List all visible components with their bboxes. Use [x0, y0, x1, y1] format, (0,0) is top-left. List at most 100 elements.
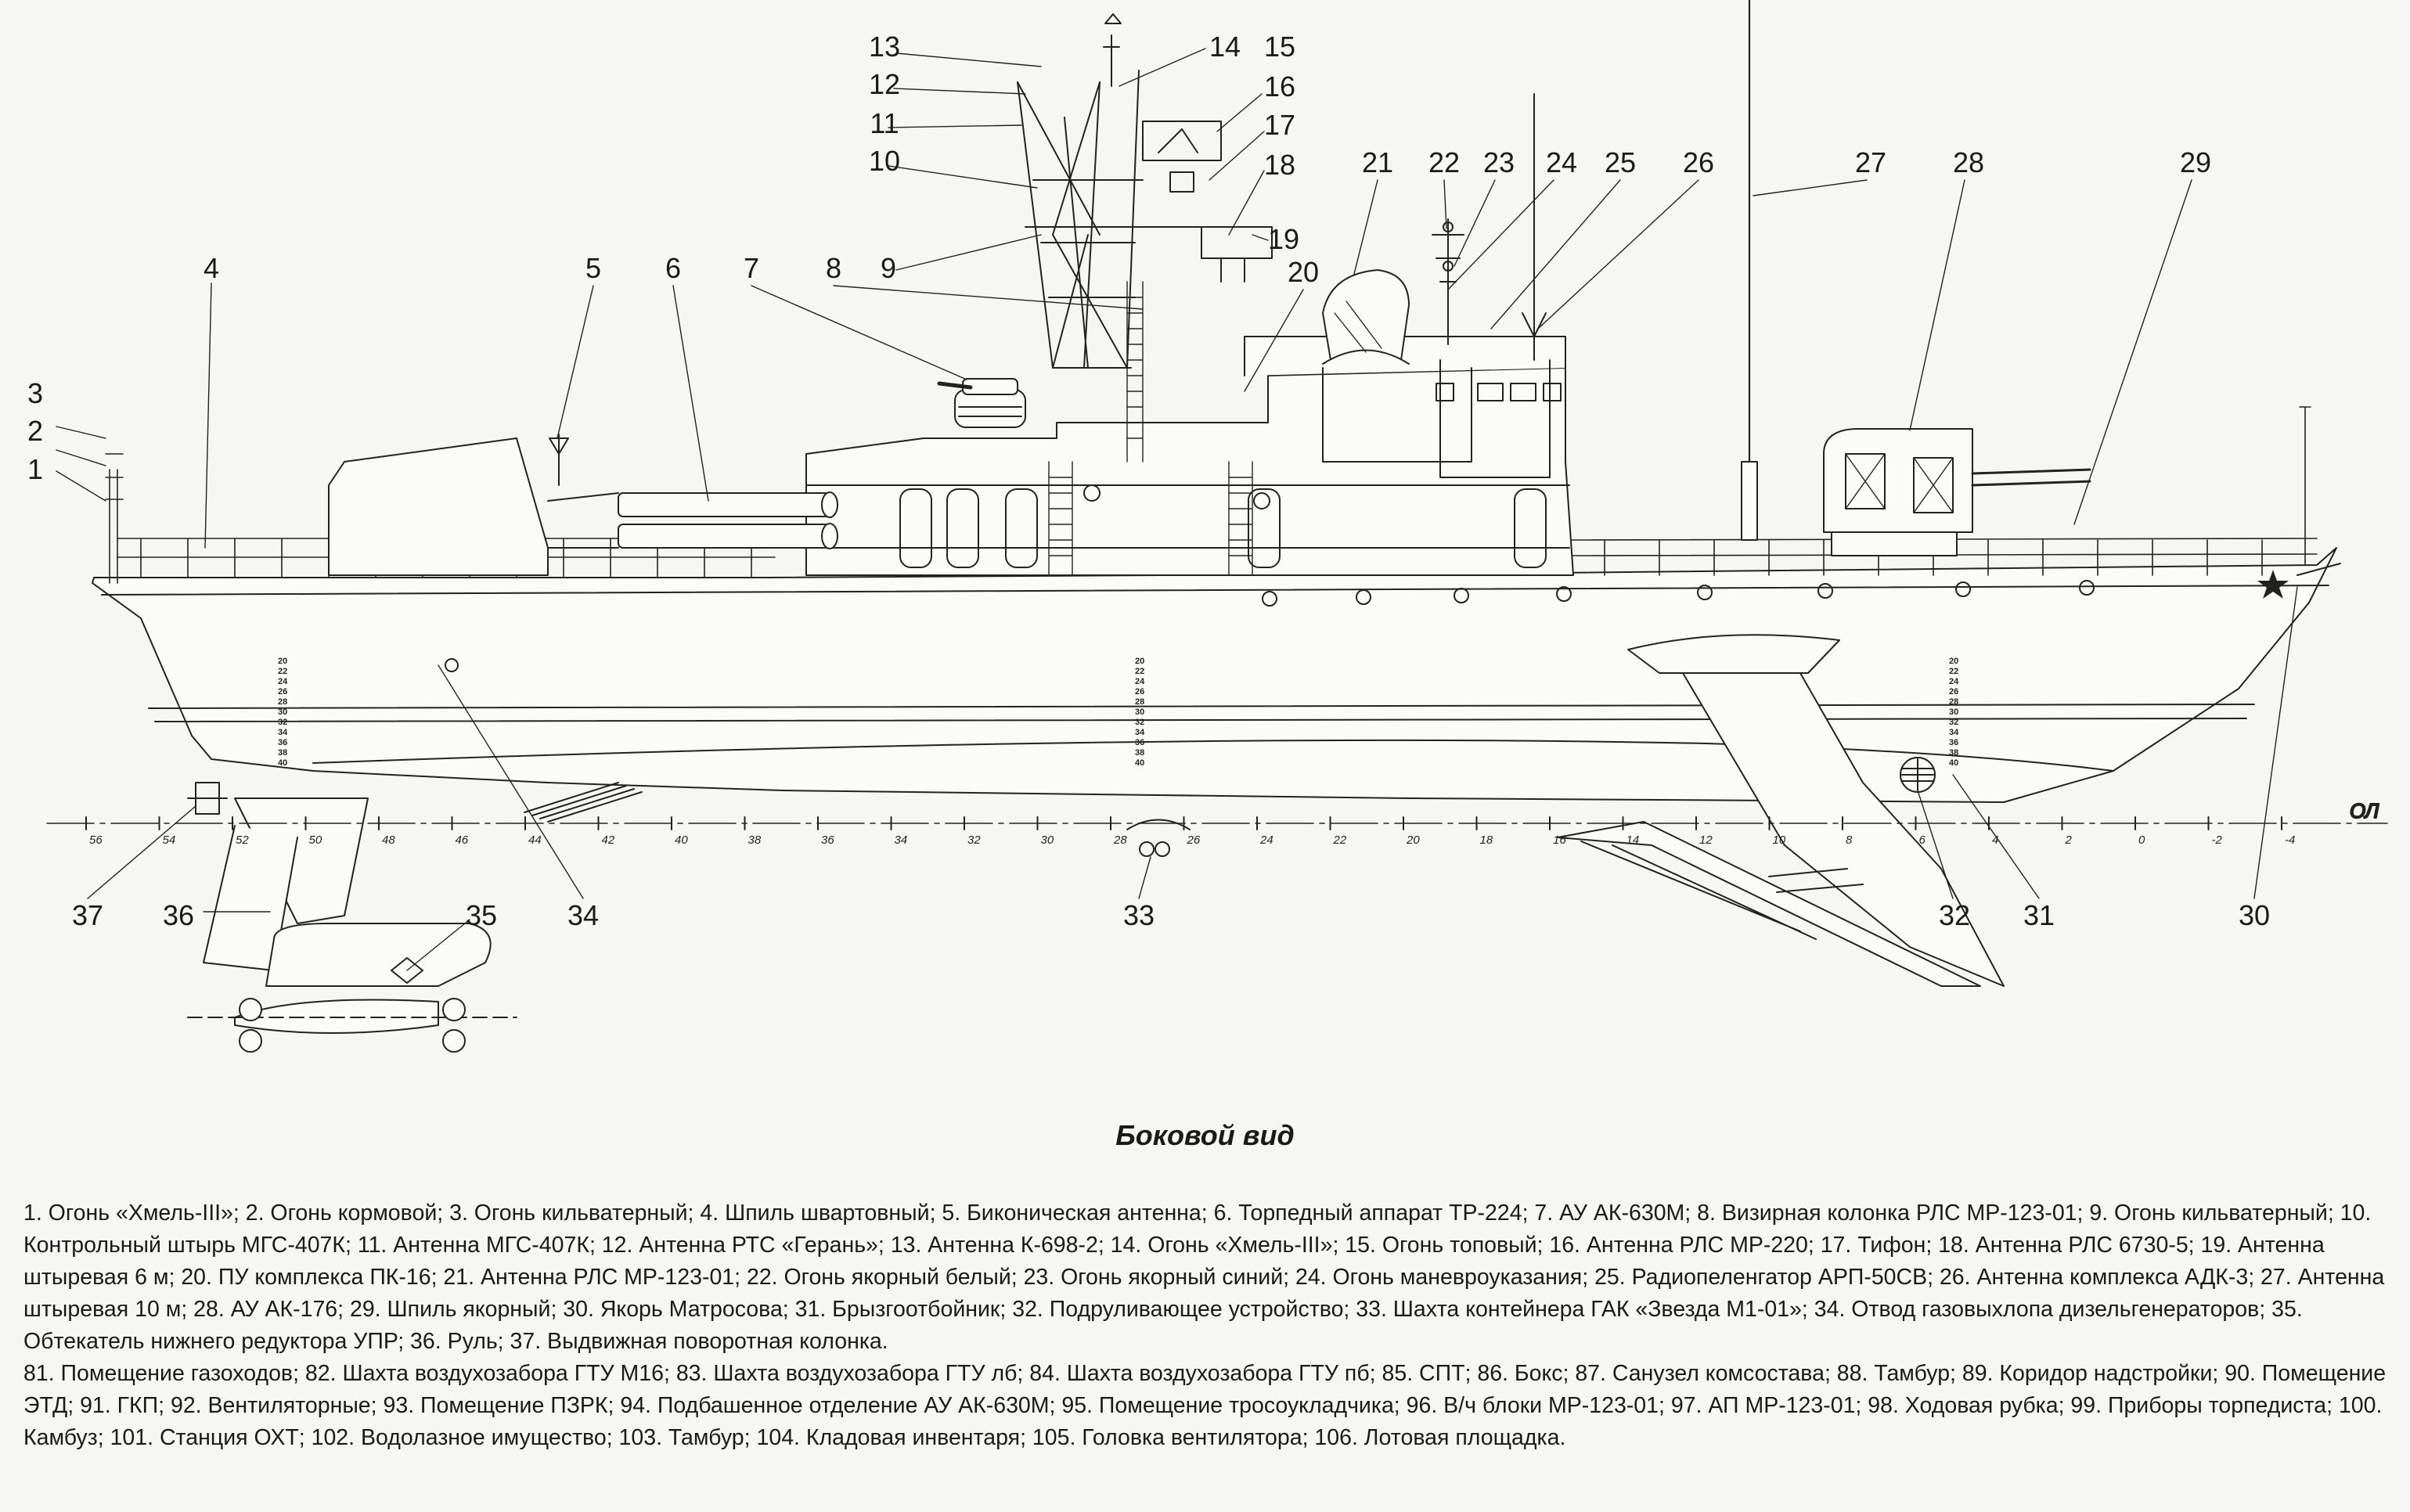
callout-number: 35 [466, 899, 497, 931]
ruler-label: 4 [1992, 833, 1998, 847]
main-mast [1017, 13, 1222, 369]
callout-number: 21 [1362, 146, 1393, 178]
sonar-shaft [1126, 819, 1191, 857]
draft-mark: 36 [1949, 738, 1958, 747]
callout-number: 2 [27, 415, 43, 447]
draft-mark: 22 [1135, 667, 1144, 676]
draft-mark: 30 [278, 707, 287, 717]
draft-mark: 32 [1949, 718, 1958, 727]
doors [899, 484, 1547, 568]
draft-mark: 28 [1135, 697, 1144, 707]
callout-number: 31 [2023, 899, 2055, 931]
ruler-label: 2 [2065, 833, 2073, 847]
radar-mr123 [1322, 269, 1410, 365]
superstructure [328, 336, 1574, 576]
draft-mark: 32 [278, 718, 287, 727]
callout-number: 17 [1264, 109, 1295, 141]
draft-mark: 26 [1135, 687, 1144, 697]
callout-number: 22 [1428, 146, 1460, 178]
legend: 1. Огонь «Хмель-III»; 2. Огонь кормовой;… [23, 1197, 2391, 1454]
ruler-label: 0 [2138, 833, 2145, 847]
callout-number: 29 [2180, 146, 2211, 178]
callout-number: 4 [204, 252, 219, 284]
ruler-label: 34 [895, 833, 908, 847]
draft-mark: 24 [1949, 677, 1959, 686]
deck-railings [105, 406, 2318, 584]
callout-number: 1 [27, 453, 43, 485]
draft-mark: 28 [1949, 697, 1958, 707]
legend-main-items: 1. Огонь «Хмель-III»; 2. Огонь кормовой;… [23, 1201, 2385, 1354]
ruler-label: 40 [675, 833, 688, 847]
callout-number: 13 [869, 31, 900, 63]
draft-mark: 28 [278, 697, 287, 707]
torpedo-tubes [547, 491, 838, 549]
ruler-label: 28 [1113, 833, 1127, 847]
callout-number: 7 [744, 252, 759, 284]
ruler-label: 26 [1187, 833, 1201, 847]
ak176-gun [1823, 428, 2091, 556]
callout-number: 34 [567, 899, 599, 931]
ruler-label: 36 [821, 833, 834, 847]
drawing-caption: Боковой вид [1115, 1119, 1295, 1151]
draft-mark: 38 [278, 748, 287, 758]
ruler-label: 30 [1041, 833, 1054, 847]
callout-number: 36 [163, 899, 194, 931]
callout-number: 16 [1264, 70, 1295, 103]
biconical-antenna [549, 434, 569, 486]
draft-mark: 38 [1135, 748, 1144, 758]
exhaust-grille [524, 782, 643, 823]
bow-thruster [1900, 757, 1936, 793]
callout-number: 33 [1123, 899, 1155, 931]
callout-number: 3 [27, 377, 43, 409]
ruler-label: 24 [1259, 833, 1273, 847]
draft-mark: 24 [1135, 677, 1145, 686]
callout-number: 27 [1855, 146, 1886, 178]
callout-number: 10 [869, 145, 900, 177]
callout-number: 9 [881, 252, 896, 284]
ruler-label: 18 [1480, 833, 1493, 847]
portholes [445, 580, 2095, 672]
callout-number: 30 [2239, 899, 2270, 931]
callout-number: 11 [870, 107, 899, 139]
ruler-label: 22 [1333, 833, 1347, 847]
callout-number: 5 [585, 252, 601, 284]
draft-mark: 40 [1949, 758, 1958, 768]
ruler-label: -2 [2212, 833, 2223, 847]
draft-mark: 22 [1949, 667, 1958, 676]
ruler-label: 46 [456, 833, 469, 847]
ruler-label: 48 [382, 833, 395, 847]
draft-mark: 30 [1949, 707, 1958, 717]
draft-mark: 20 [1949, 657, 1958, 666]
bridge-windows [1436, 383, 1562, 401]
draft-mark: 36 [278, 738, 287, 747]
ruler-label: 14 [1626, 833, 1640, 847]
radar-6730 [1201, 226, 1273, 283]
draft-mark: 34 [278, 728, 288, 737]
callout-number: 19 [1268, 223, 1299, 255]
ruler-label: 38 [748, 833, 762, 847]
radar-mr220 [1142, 121, 1222, 193]
draft-mark: 40 [1135, 758, 1144, 768]
ruler-label: 32 [967, 833, 981, 847]
ruler-label: 56 [89, 833, 103, 847]
ruler-label: 50 [309, 833, 322, 847]
ruler-label: 20 [1406, 833, 1420, 847]
draft-mark: 22 [278, 667, 287, 676]
legend-compartment-items: 81. Помещение газоходов; 82. Шахта возду… [23, 1361, 2387, 1450]
draft-mark: 34 [1135, 728, 1145, 737]
draft-mark: 40 [278, 758, 287, 768]
callout-number: 12 [869, 68, 900, 100]
hull [92, 547, 2341, 823]
draft-mark: 32 [1135, 718, 1144, 727]
draft-mark: 26 [278, 687, 287, 697]
draft-mark: 24 [278, 677, 288, 686]
callout-number: 26 [1683, 146, 1714, 178]
callout-number: 28 [1953, 146, 1984, 178]
draft-mark: 38 [1949, 748, 1958, 758]
callout-number: 14 [1209, 31, 1241, 63]
draft-mark: 30 [1135, 707, 1144, 717]
ak630-gun [937, 378, 1026, 428]
